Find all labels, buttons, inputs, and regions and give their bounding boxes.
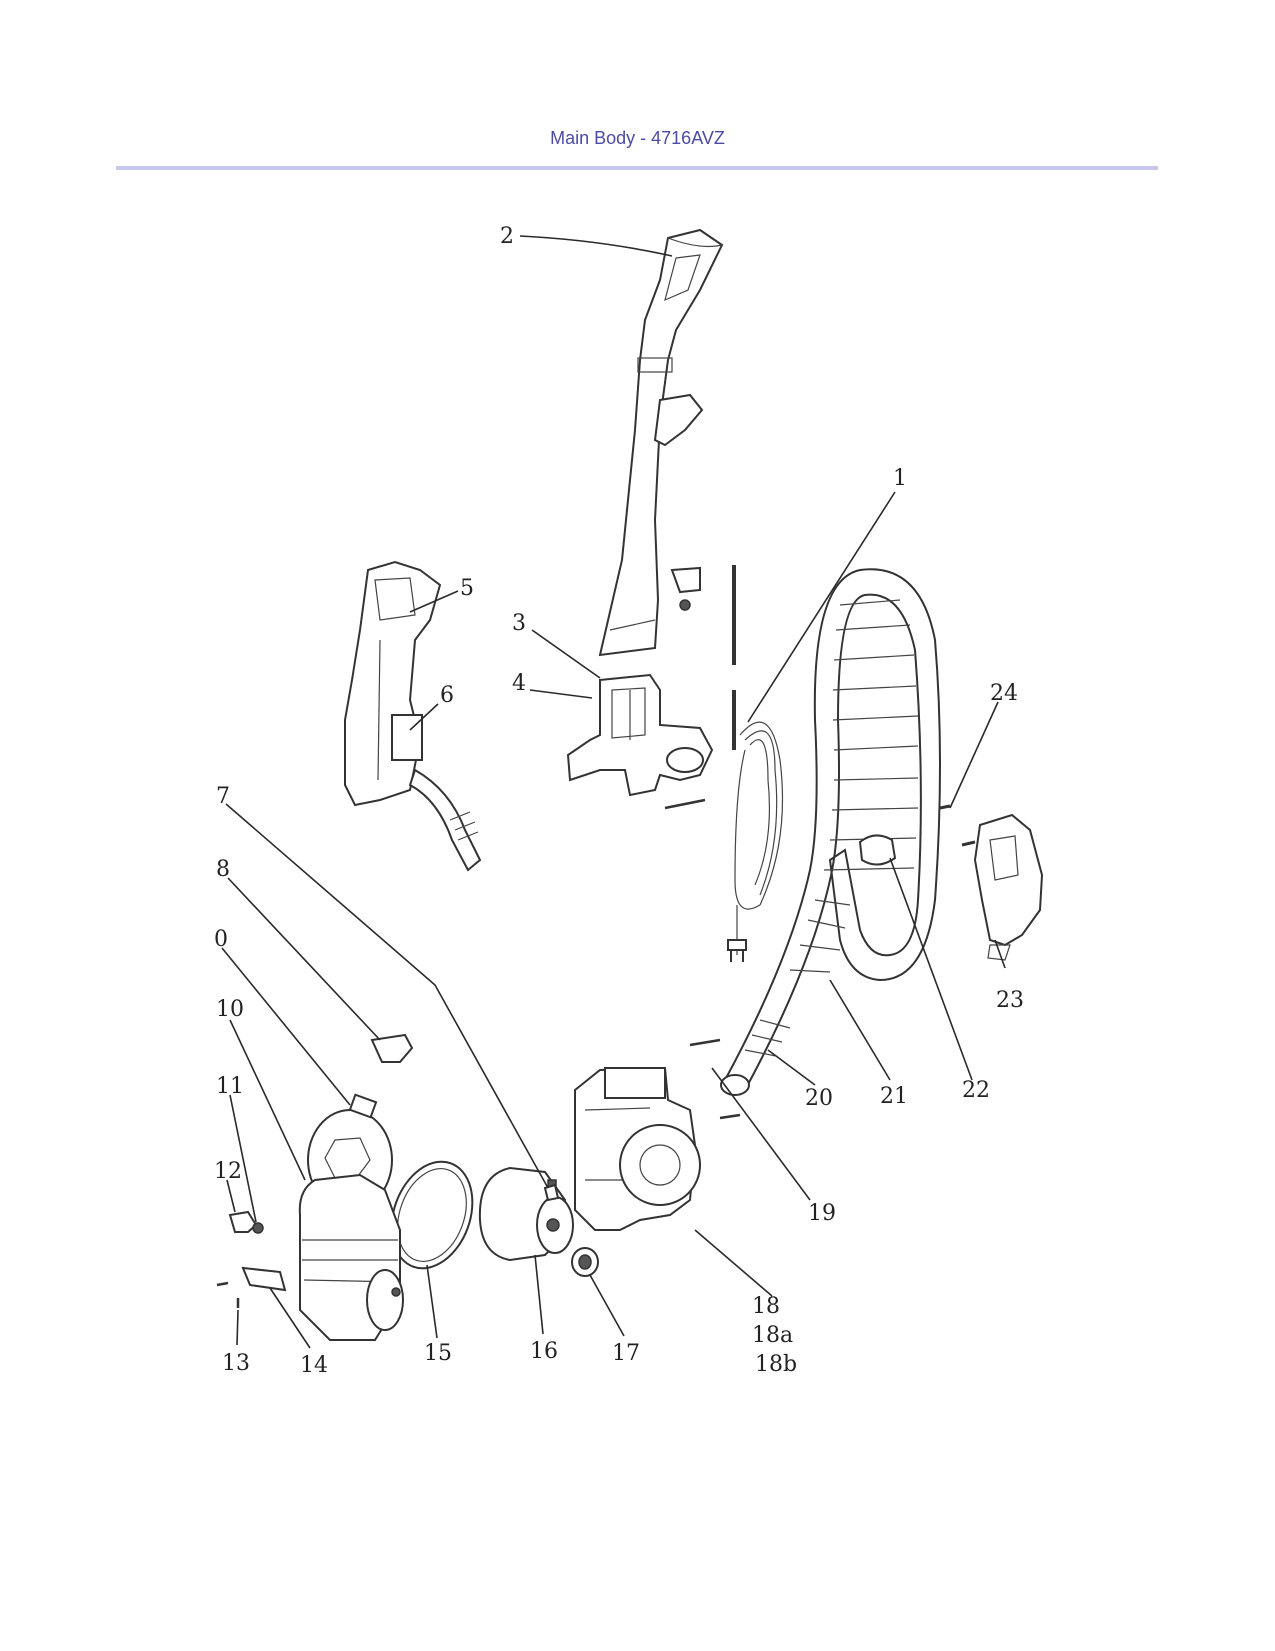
page-title: Main Body - 4716AVZ (550, 128, 725, 148)
part-10-dust-cup (298, 1173, 404, 1341)
callout-labels: 2 1 5 3 4 6 24 7 8 0 10 23 11 20 21 22 1… (214, 224, 1024, 1378)
header-divider (116, 166, 1158, 170)
callout-7: 7 (216, 784, 230, 809)
part-16-motor (478, 1166, 574, 1262)
callout-18a: 18a (752, 1323, 793, 1348)
callout-15: 15 (424, 1341, 452, 1366)
callout-3: 3 (512, 611, 526, 636)
callout-19: 19 (808, 1201, 836, 1226)
part-17-bearing (571, 1247, 599, 1277)
part-12-latch (228, 1210, 264, 1234)
callout-6: 6 (440, 683, 454, 708)
callout-24: 24 (990, 681, 1018, 706)
callout-10: 10 (216, 997, 244, 1022)
callout-18b: 18b (755, 1352, 797, 1377)
part-15-gasket (390, 1160, 474, 1270)
part-1-power-cord (727, 721, 784, 962)
part-18-motor-housing (574, 1038, 741, 1231)
callout-22: 22 (962, 1078, 990, 1103)
part-7-clip (543, 1183, 560, 1202)
part-5-hose-handle (344, 560, 482, 872)
part-3-cyclone-housing (566, 673, 714, 810)
part-2-handle-body (598, 228, 724, 657)
part-13-screw (216, 1281, 240, 1308)
callout-4: 4 (512, 671, 526, 696)
callout-1: 1 (893, 466, 907, 491)
part-14-plate (241, 1266, 287, 1292)
callout-23: 23 (996, 988, 1024, 1013)
callout-13: 13 (222, 1351, 250, 1376)
leader-lines (221, 235, 1006, 1349)
part-21-suction-hose (720, 568, 941, 1096)
callout-14: 14 (300, 1353, 328, 1378)
callout-18: 18 (752, 1294, 780, 1319)
callout-21: 21 (880, 1084, 908, 1109)
callout-9: 0 (214, 927, 228, 952)
callout-17: 17 (612, 1341, 640, 1366)
callout-5: 5 (460, 576, 474, 601)
callout-2: 2 (500, 224, 514, 249)
part-23-hose-holder (939, 804, 1044, 961)
callout-16: 16 (530, 1339, 558, 1364)
callout-8: 8 (216, 857, 230, 882)
part-8-cap (370, 1033, 414, 1063)
callout-12: 12 (214, 1159, 242, 1184)
callout-20: 20 (805, 1086, 833, 1111)
callout-11: 11 (216, 1074, 244, 1099)
